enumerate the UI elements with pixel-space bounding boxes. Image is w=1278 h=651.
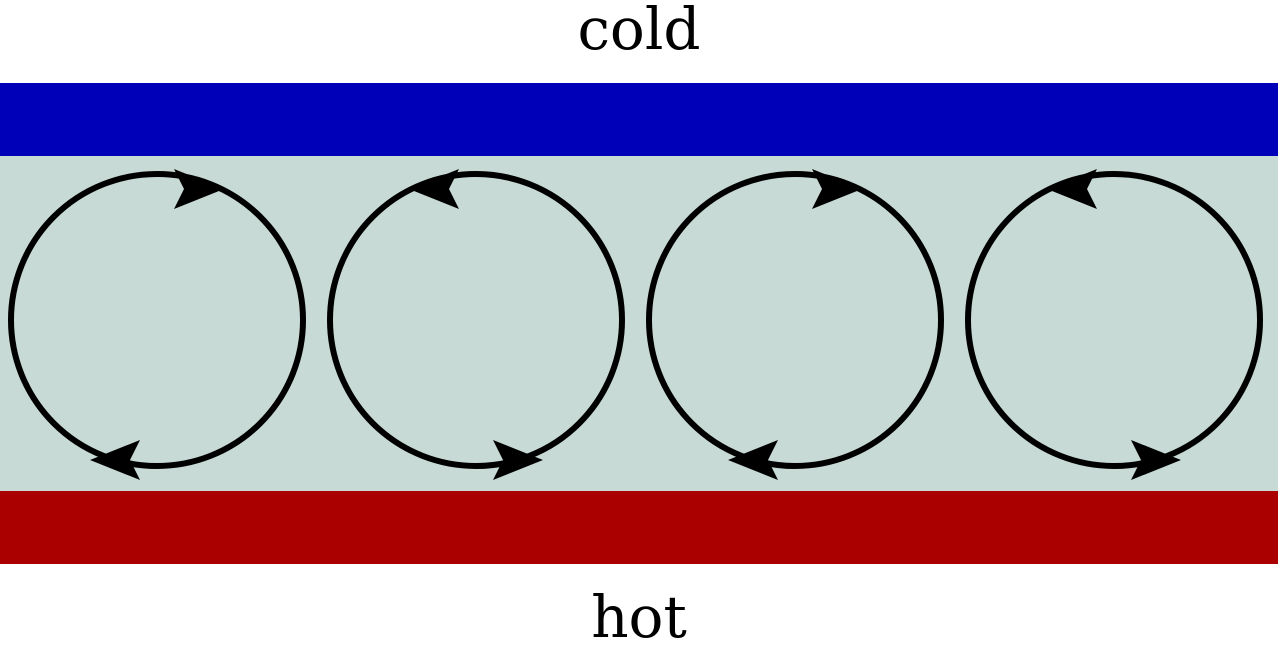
flow-arrow-3-bottom-icon	[728, 440, 778, 480]
convection-roll-2	[327, 171, 625, 469]
flow-arrow-4-top-icon	[1047, 169, 1097, 209]
convection-roll-3	[646, 171, 944, 469]
hot-label: hot	[591, 583, 687, 651]
convection-roll-1	[8, 171, 306, 469]
hot-plate	[0, 491, 1278, 564]
flow-arrow-1-top-icon	[174, 169, 224, 209]
flow-arrow-2-top-icon	[409, 169, 459, 209]
flow-arrow-2-bottom-icon	[493, 440, 543, 480]
convection-roll-4	[965, 171, 1263, 469]
flow-arrow-3-top-icon	[812, 169, 862, 209]
convection-rolls	[8, 169, 1263, 480]
cold-plate	[0, 83, 1278, 156]
flow-arrow-1-bottom-icon	[90, 440, 140, 480]
cold-label: cold	[577, 0, 701, 63]
flow-arrow-4-bottom-icon	[1131, 440, 1181, 480]
fluid-layer	[0, 156, 1278, 491]
